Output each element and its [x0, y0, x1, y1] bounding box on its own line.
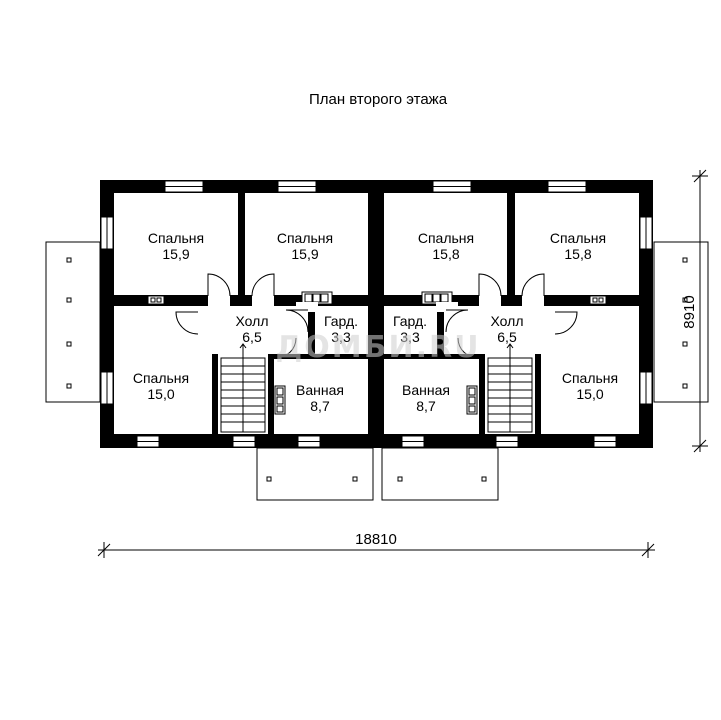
room-name-bedroom-1: Спальня: [148, 230, 204, 246]
room-area-wardrobe-right: 3,3: [400, 329, 420, 345]
room-interiors: [114, 193, 639, 434]
room-area-bedroom-2: 15,9: [291, 246, 318, 262]
room-name-bedroom-4: Спальня: [550, 230, 606, 246]
dimension-width: [97, 542, 655, 558]
room-area-bedroom-1: 15,9: [162, 246, 189, 262]
watermark: ДОМБИ.RU: [276, 330, 481, 365]
room-name-bedroom-6: Спальня: [562, 370, 618, 386]
dimension-height-label: 8910: [681, 295, 698, 328]
room-area-hall-left: 6,5: [242, 329, 262, 345]
balcony-markers: [66, 257, 688, 482]
room-area-bedroom-6: 15,0: [576, 386, 603, 402]
room-area-bathroom-left: 8,7: [310, 398, 330, 414]
balcony-left: [45, 241, 101, 403]
room-name-bedroom-5: Спальня: [133, 370, 189, 386]
door-swings: [175, 273, 578, 359]
dimension-width-label: 18810: [355, 531, 397, 548]
windows: [100, 180, 653, 448]
plan-title: План второго этажа: [309, 91, 448, 108]
room-area-bedroom-3: 15,8: [432, 246, 459, 262]
room-area-wardrobe-left: 3,3: [331, 329, 351, 345]
room-name-hall-left: Холл: [236, 313, 269, 329]
room-area-bedroom-4: 15,8: [564, 246, 591, 262]
room-area-hall-right: 6,5: [497, 329, 517, 345]
balcony-bottom-right: [381, 447, 499, 501]
room-name-bedroom-3: Спальня: [418, 230, 474, 246]
vent-blocks: [147, 291, 607, 415]
room-name-bathroom-left: Ванная: [296, 382, 344, 398]
staircases: [220, 343, 533, 433]
room-name-wardrobe-left: Гард.: [324, 313, 358, 329]
balcony-right: [653, 241, 709, 403]
balcony-bottom-left: [256, 447, 374, 501]
dimension-height: [692, 169, 708, 453]
room-name-wardrobe-right: Гард.: [393, 313, 427, 329]
room-name-bedroom-2: Спальня: [277, 230, 333, 246]
room-name-bathroom-right: Ванная: [402, 382, 450, 398]
room-labels: Спальня 15,9 Спальня 15,9 Спальня 15,8 С…: [133, 230, 618, 414]
room-name-hall-right: Холл: [491, 313, 524, 329]
door-openings: [198, 293, 555, 334]
room-area-bathroom-right: 8,7: [416, 398, 436, 414]
room-area-bedroom-5: 15,0: [147, 386, 174, 402]
